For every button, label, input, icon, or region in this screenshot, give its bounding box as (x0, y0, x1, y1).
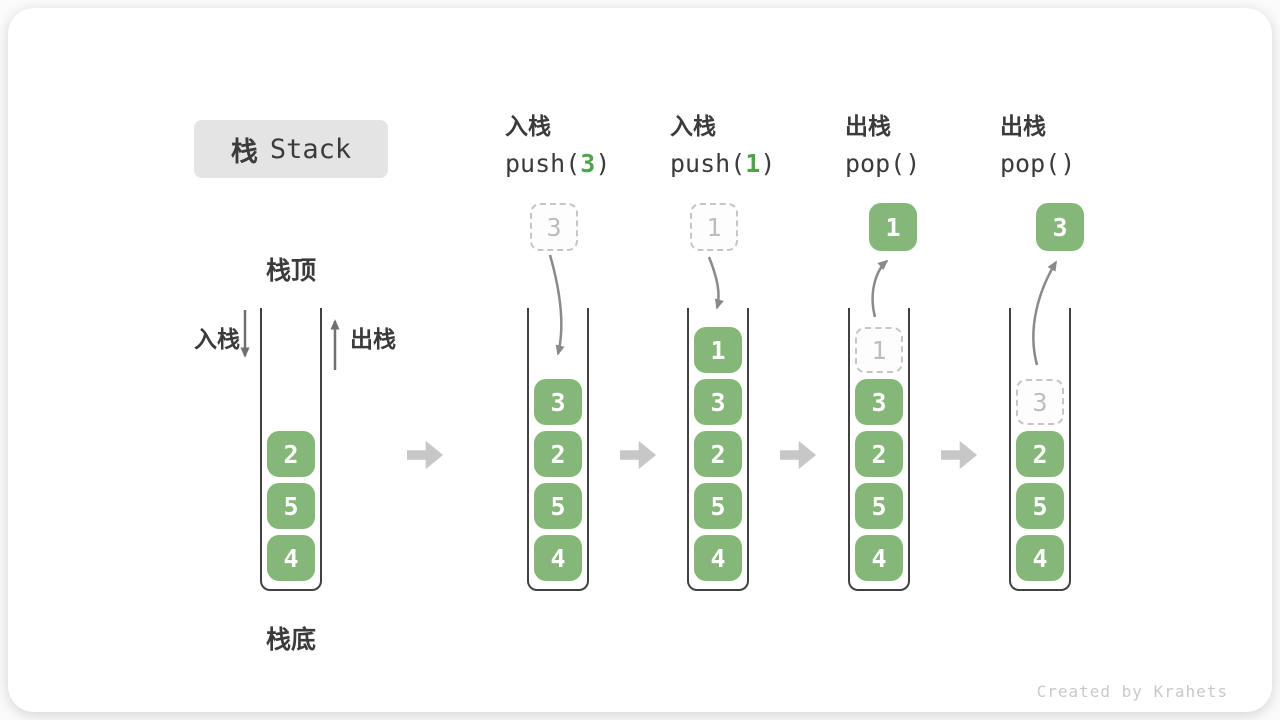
push-1-curve-arrow-icon (707, 256, 724, 310)
stack-cell: 4 (1016, 535, 1064, 581)
stack-cell: 5 (267, 483, 315, 529)
op-cjk-label: 出栈 (845, 113, 891, 139)
stack-cell: 3 (694, 379, 742, 425)
watermark: Created by Krahets (1036, 682, 1228, 701)
stack-cell: 5 (534, 483, 582, 529)
pop-side-label: 出栈 (350, 326, 396, 352)
code-pre: push( (670, 149, 746, 179)
stack-cell: 4 (855, 535, 903, 581)
floating-cell-pop-1: 1 (869, 203, 917, 251)
stack-cell: 2 (534, 431, 582, 477)
stack-bottom-label: 栈底 (265, 626, 316, 654)
code-arg: 3 (580, 149, 596, 179)
stack-cell: 4 (694, 535, 742, 581)
title-badge: 栈 Stack (194, 120, 388, 178)
stack-state-3: 1 3 2 5 4 (687, 308, 749, 591)
op-label-pop-2: 出栈 pop() (1000, 113, 1160, 178)
op-code: pop() (845, 149, 1005, 178)
code-post: ) (1060, 149, 1076, 179)
code-arg: 1 (745, 149, 761, 179)
stack-cell: 2 (267, 431, 315, 477)
code-pre: push( (505, 149, 581, 179)
step-arrow-icon (941, 440, 977, 470)
stack-cell: 3 (534, 379, 582, 425)
floating-cell-push-1: 1 (690, 203, 738, 251)
stack-cell: 5 (855, 483, 903, 529)
stack-state-2: 3 2 5 4 (527, 308, 589, 591)
stack-cell: 2 (1016, 431, 1064, 477)
floating-cell-push-3: 3 (530, 203, 578, 251)
code-post: ) (760, 149, 776, 179)
stack-cell: 1 (694, 327, 742, 373)
title-en: Stack (269, 133, 352, 165)
stack-cell-removed: 1 (855, 327, 903, 373)
stack-cell: 4 (534, 535, 582, 581)
op-cjk-label: 入栈 (505, 113, 551, 139)
op-label-push-3: 入栈 push(3) (505, 113, 665, 178)
push-side-label: 入栈 (194, 326, 240, 352)
title-zh: 栈 (230, 136, 258, 167)
op-cjk-label: 出栈 (1000, 113, 1046, 139)
code-post: ) (595, 149, 611, 179)
step-arrow-icon (780, 440, 816, 470)
stack-cell: 2 (855, 431, 903, 477)
step-arrow-icon (407, 440, 443, 470)
stack-cell: 4 (267, 535, 315, 581)
stack-cell: 2 (694, 431, 742, 477)
stack-top-label: 栈顶 (265, 257, 316, 285)
op-cjk-label: 入栈 (670, 113, 716, 139)
code-pre: pop( (845, 149, 906, 179)
code-post: ) (905, 149, 921, 179)
diagram-card: 栈 Stack 入栈 push(3) 入栈 push(1) 出栈 pop() 出… (8, 8, 1272, 712)
stack-state-5: 3 2 5 4 (1009, 308, 1071, 591)
stack-cell-removed: 3 (1016, 379, 1064, 425)
op-code: push(3) (505, 149, 665, 178)
code-pre: pop( (1000, 149, 1061, 179)
stack-cell: 5 (1016, 483, 1064, 529)
op-code: push(1) (670, 149, 830, 178)
stack-cell: 3 (855, 379, 903, 425)
step-arrow-icon (620, 440, 656, 470)
floating-cell-pop-3: 3 (1036, 203, 1084, 251)
op-code: pop() (1000, 149, 1160, 178)
stack-state-1: 2 5 4 (260, 308, 322, 591)
stack-cell: 5 (694, 483, 742, 529)
op-label-push-1: 入栈 push(1) (670, 113, 830, 178)
op-label-pop-1: 出栈 pop() (845, 113, 1005, 178)
stack-state-4: 1 3 2 5 4 (848, 308, 910, 591)
